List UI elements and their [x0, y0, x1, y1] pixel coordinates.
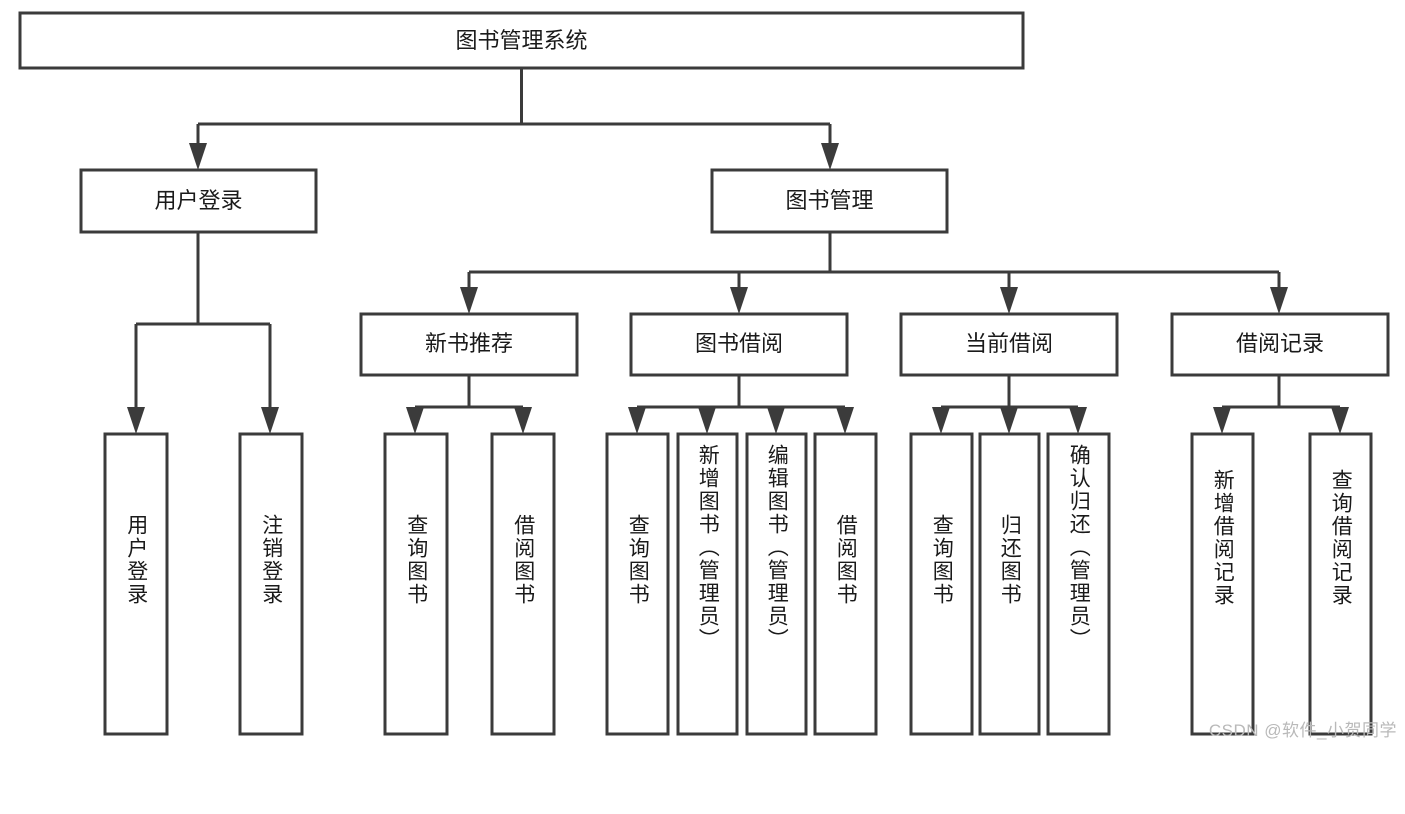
node-leaf-query-record-box[interactable]: [1308, 432, 1373, 736]
node-root[interactable]: 图书管理系统: [18, 11, 1025, 70]
arrow-head-icon: [932, 407, 950, 434]
node-leaf-borrow-book-2-box[interactable]: [813, 432, 878, 736]
node-book-borrow-box[interactable]: [629, 312, 849, 377]
flowchart-canvas: 图书管理系统 用户登录 图书管理 新书推荐 图书借阅 当前借阅 借阅记录: [18, 11, 1397, 740]
node-book-manage-label: 图书管理: [785, 188, 873, 213]
node-book-borrow[interactable]: 图书借阅: [629, 312, 849, 377]
arrow-head-icon: [261, 407, 279, 434]
arrow-head-icon: [460, 287, 478, 314]
node-leaf-borrow-book-1-box[interactable]: [490, 432, 556, 736]
arrow-head-icon: [1000, 287, 1018, 314]
node-leaf-query-book-3-box[interactable]: [909, 432, 974, 736]
node-new-book-recommend[interactable]: 新书推荐: [359, 312, 579, 377]
node-leaf-edit-book-box[interactable]: [745, 432, 808, 736]
node-current-borrow[interactable]: 当前借阅: [899, 312, 1119, 377]
node-leaf-return-book-box[interactable]: [978, 432, 1041, 736]
node-current-borrow-box[interactable]: [899, 312, 1119, 377]
arrow-head-icon: [698, 407, 716, 434]
node-user-login[interactable]: 用户登录: [79, 168, 318, 234]
tree-diagram-svg: 图书管理系统 用户登录 图书管理 新书推荐 图书借阅 当前借阅 借阅记录: [18, 11, 1390, 736]
node-leaf-query-book-1-box[interactable]: [383, 432, 449, 736]
arrow-head-icon: [1000, 407, 1018, 434]
node-new-book-recommend-box[interactable]: [359, 312, 579, 377]
arrow-head-icon: [767, 407, 785, 434]
connector-layer: [127, 68, 1349, 434]
node-leaf-user-logout-box[interactable]: [238, 432, 304, 736]
arrow-head-icon: [514, 407, 532, 434]
node-book-manage[interactable]: 图书管理: [710, 168, 949, 234]
node-user-login-label: 用户登录: [154, 188, 242, 213]
node-root-label: 图书管理系统: [455, 28, 587, 53]
node-new-book-recommend-label: 新书推荐: [425, 331, 513, 356]
node-borrow-record-box[interactable]: [1170, 312, 1390, 377]
node-leaf-add-record-box[interactable]: [1190, 432, 1255, 736]
node-leaf-add-book-box[interactable]: [676, 432, 739, 736]
node-user-login-box[interactable]: [79, 168, 318, 234]
arrow-head-icon: [1213, 407, 1231, 434]
arrow-head-icon: [1069, 407, 1087, 434]
arrow-head-icon: [406, 407, 424, 434]
arrow-head-icon: [821, 143, 839, 170]
node-book-manage-box[interactable]: [710, 168, 949, 234]
arrow-head-icon: [628, 407, 646, 434]
leaf-layer: [103, 432, 1373, 736]
node-root-box[interactable]: [18, 11, 1025, 70]
watermark-text: CSDN @软件_小贺同学: [1208, 721, 1397, 740]
arrow-head-icon: [127, 407, 145, 434]
node-leaf-query-book-2-box[interactable]: [605, 432, 670, 736]
arrow-head-icon: [836, 407, 854, 434]
arrow-head-icon: [730, 287, 748, 314]
node-borrow-record-label: 借阅记录: [1236, 331, 1324, 356]
arrow-head-icon: [1331, 407, 1349, 434]
node-leaf-user-login-box[interactable]: [103, 432, 169, 736]
arrow-head-icon: [1270, 287, 1288, 314]
arrow-head-icon: [189, 143, 207, 170]
node-book-borrow-label: 图书借阅: [695, 331, 783, 356]
node-leaf-confirm-return-box[interactable]: [1046, 432, 1111, 736]
node-borrow-record[interactable]: 借阅记录: [1170, 312, 1390, 377]
node-current-borrow-label: 当前借阅: [965, 331, 1053, 356]
